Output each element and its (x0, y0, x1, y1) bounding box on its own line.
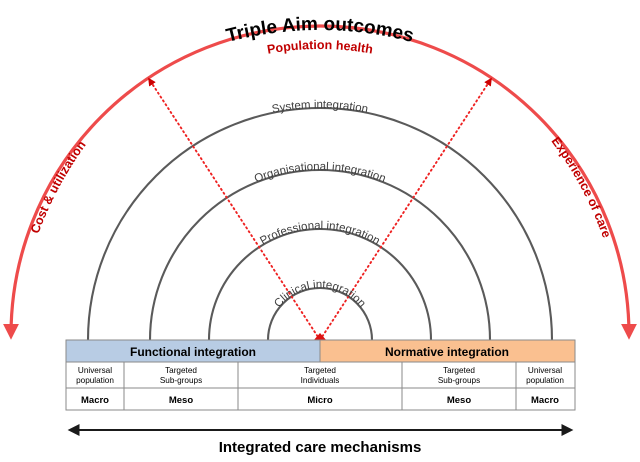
cell-scale-5: Macro (531, 395, 559, 406)
triple-aim-cost-utilization: Cost & utilization (28, 138, 89, 235)
cell-population-3-line2: Individuals (301, 376, 340, 385)
cell-population-2-line1: Targeted (165, 366, 197, 375)
ring-arc-professional (207, 227, 433, 341)
bottom-caption: Integrated care mechanisms (219, 439, 422, 456)
ring-label-organisational: Organisational integration (253, 161, 387, 185)
triple-aim-population-health: Population health (266, 38, 374, 57)
triple-aim-experience-of-care: Experience of care (549, 134, 614, 239)
ring-label-system: System integration (271, 99, 369, 116)
triple-aim-arc (3, 24, 637, 340)
normative-integration-label: Normative integration (385, 345, 509, 359)
cell-population-5-line1: Universal (528, 366, 562, 375)
population-row: Universal population Targeted Sub-groups… (65, 361, 576, 389)
cell-scale-3: Micro (307, 395, 333, 406)
cell-population-1-line2: population (76, 376, 114, 385)
cell-scale-4: Meso (447, 395, 471, 406)
ring-arc-system (86, 106, 554, 341)
cell-population-1-line1: Universal (78, 366, 112, 375)
cell-population-4-line1: Targeted (443, 366, 475, 375)
functional-integration-label: Functional integration (130, 345, 256, 359)
ring-label-clinical: Clinical integration (272, 279, 367, 310)
cell-population-2-line2: Sub-groups (160, 376, 202, 385)
cell-population-3-line1: Targeted (304, 366, 336, 375)
ring-arc-organisational (148, 168, 492, 341)
dotted-line-right (319, 77, 492, 341)
scale-row: Macro Meso Micro Meso Macro (65, 387, 576, 411)
cell-scale-2: Meso (169, 395, 193, 406)
ring-label-professional: Professional integration (258, 220, 381, 248)
cell-population-5-line2: population (526, 376, 564, 385)
dotted-line-left (148, 77, 321, 341)
ring-arc-clinical (266, 286, 374, 341)
cell-population-4-line2: Sub-groups (438, 376, 480, 385)
cell-scale-1: Macro (81, 395, 109, 406)
